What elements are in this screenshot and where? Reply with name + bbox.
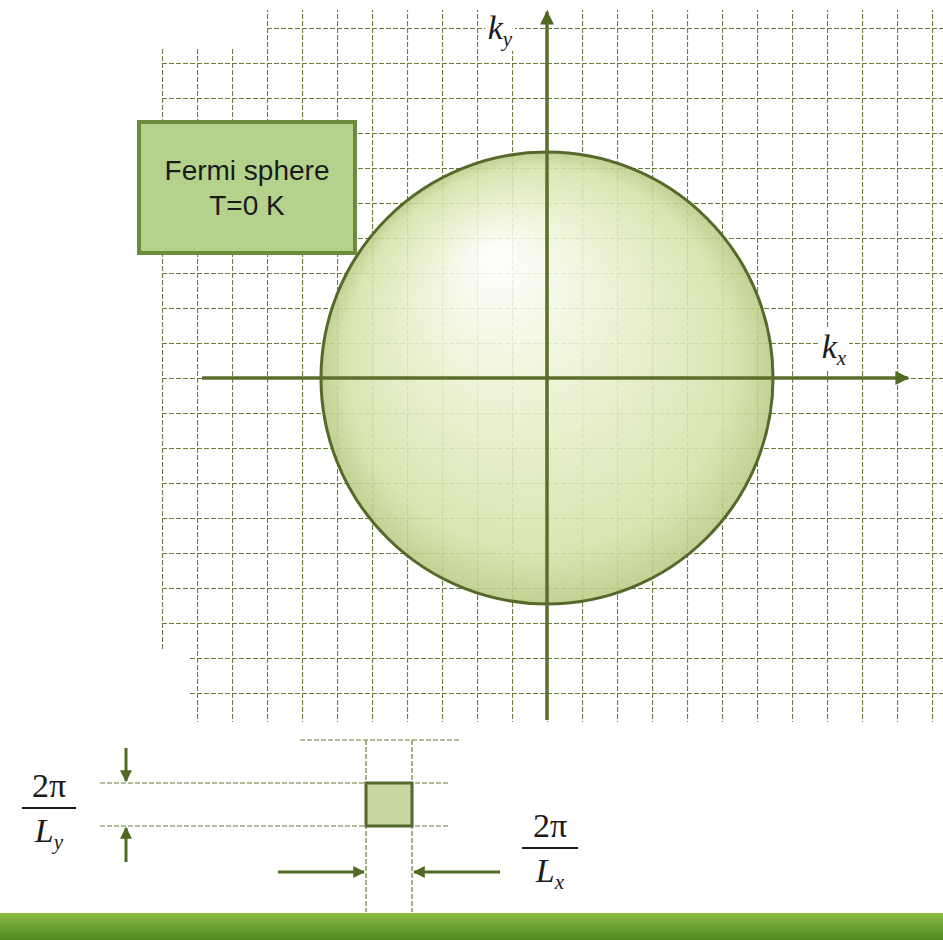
dimension-label: 2π: [530, 807, 570, 844]
axis-label: kx: [819, 328, 849, 371]
fraction-bars: [22, 808, 578, 848]
caption-box: Fermi sphereT=0 K: [137, 120, 357, 255]
axis-label: ky: [485, 9, 515, 52]
cell-guides: [100, 740, 460, 912]
k-grid: [160, 10, 943, 722]
dimension-label: 2π: [29, 767, 69, 804]
dimension-arrows: [126, 748, 500, 872]
ky-axis: [545, 12, 549, 720]
k-cell: [366, 783, 412, 826]
dimension-label: Lx: [533, 852, 567, 895]
box-text: Fermi sphere: [165, 153, 330, 188]
box-text: T=0 K: [209, 188, 284, 223]
footer-band: [0, 913, 943, 940]
dimension-label: Ly: [32, 812, 66, 855]
kx-axis: [202, 376, 908, 380]
